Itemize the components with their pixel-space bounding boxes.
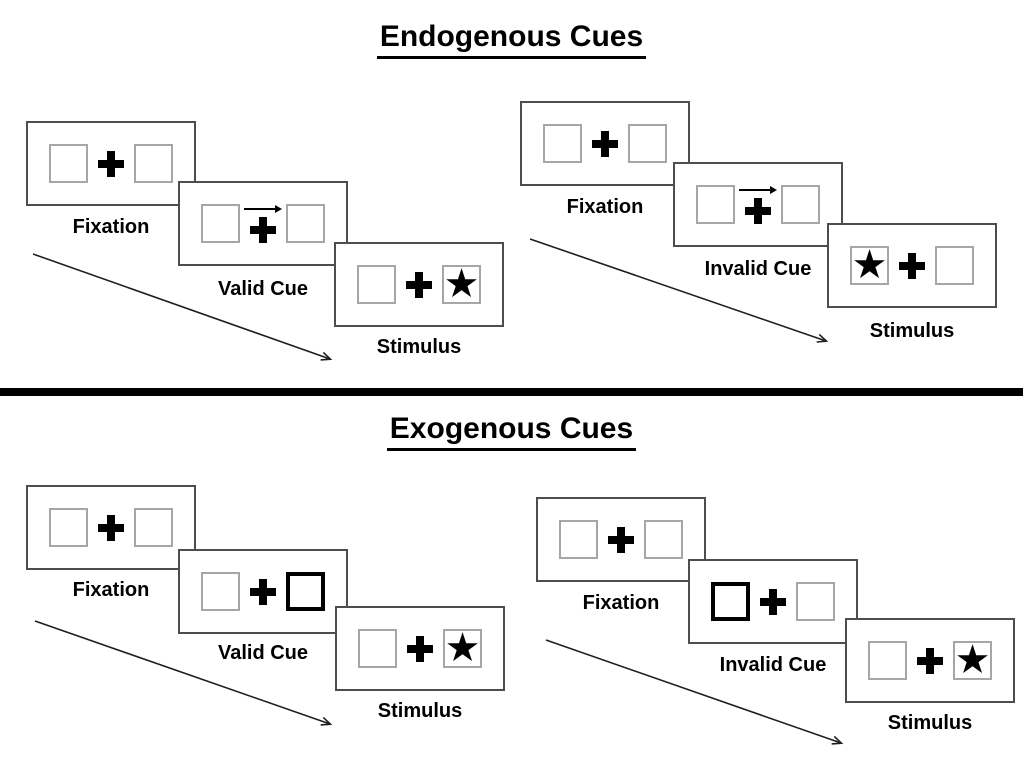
- card-label-valid-cue: Valid Cue: [217, 642, 309, 664]
- fixation-cross: [98, 514, 124, 541]
- right-box: [134, 508, 173, 547]
- fixation-cross: [250, 578, 276, 605]
- left-box: [49, 144, 88, 183]
- right-box: [781, 185, 820, 224]
- card-label-fixation: Fixation: [72, 216, 150, 238]
- fixation-cross: [98, 150, 124, 177]
- plus-icon: [407, 635, 433, 662]
- fixation-card: [520, 101, 690, 186]
- left-box: [201, 572, 240, 611]
- stimulus-card: ★: [845, 618, 1015, 703]
- right-box: [644, 520, 683, 559]
- fixation-cross: [899, 252, 925, 279]
- highlighted-cue-box: [711, 582, 750, 621]
- fixation-cross: [760, 588, 786, 615]
- stimulus-card: ★: [827, 223, 997, 308]
- left-box: [543, 124, 582, 163]
- star-icon: ★: [444, 625, 481, 670]
- section-title-text: Endogenous Cues: [376, 20, 647, 59]
- plus-icon: [592, 130, 618, 157]
- fixation-cross: [406, 271, 432, 298]
- card-label-invalid-cue: Invalid Cue: [704, 258, 812, 280]
- fixation-cross: [407, 635, 433, 662]
- right-box: [796, 582, 835, 621]
- fixation-card: [26, 485, 196, 570]
- plus-icon: [917, 647, 943, 674]
- section-title-text: Exogenous Cues: [386, 412, 637, 451]
- plus-icon: [250, 578, 276, 605]
- right-arrow-icon: [739, 185, 777, 196]
- card-label-stimulus: Stimulus: [869, 320, 955, 342]
- plus-icon: [608, 526, 634, 553]
- star-icon: ★: [954, 637, 991, 682]
- plus-icon: [406, 271, 432, 298]
- invalid-cue-card: [673, 162, 843, 247]
- plus-icon: [745, 198, 771, 224]
- right-box: [134, 144, 173, 183]
- left-box: [559, 520, 598, 559]
- stimulus-card: ★: [334, 242, 504, 327]
- valid-cue-card: [178, 181, 348, 266]
- fixation-cross: [917, 647, 943, 674]
- right-box: [286, 204, 325, 243]
- star-icon: ★: [443, 261, 480, 306]
- star-icon: ★: [851, 242, 888, 287]
- card-label-fixation: Fixation: [582, 592, 660, 614]
- section-title-endogenous: Endogenous Cues: [0, 20, 1023, 59]
- right-box: [628, 124, 667, 163]
- stimulus-card: ★: [335, 606, 505, 691]
- valid-cue-card: [178, 549, 348, 634]
- plus-icon: [98, 514, 124, 541]
- timeline-arrow-endogenous-valid: [32, 253, 333, 361]
- card-label-fixation: Fixation: [566, 196, 644, 218]
- card-label-fixation: Fixation: [72, 579, 150, 601]
- star-box: ★: [443, 625, 482, 670]
- plus-icon: [250, 217, 276, 243]
- left-box: [868, 641, 907, 680]
- fixation-cross: [608, 526, 634, 553]
- card-label-valid-cue: Valid Cue: [217, 278, 309, 300]
- left-box: [201, 204, 240, 243]
- card-label-stimulus: Stimulus: [887, 712, 973, 734]
- section-title-exogenous: Exogenous Cues: [0, 412, 1023, 451]
- right-box: [935, 246, 974, 285]
- left-box: [358, 629, 397, 668]
- cue-symbol: [244, 204, 282, 243]
- timeline-arrow-exogenous-valid: [34, 620, 333, 726]
- fixation-card: [26, 121, 196, 206]
- fixation-card: [536, 497, 706, 582]
- highlighted-cue-box: [286, 572, 325, 611]
- fixation-cross: [592, 130, 618, 157]
- card-label-stimulus: Stimulus: [376, 336, 462, 358]
- star-box: ★: [442, 261, 481, 306]
- star-box: ★: [953, 637, 992, 682]
- plus-icon: [98, 150, 124, 177]
- plus-icon: [760, 588, 786, 615]
- plus-icon: [899, 252, 925, 279]
- star-box: ★: [850, 242, 889, 287]
- left-box: [357, 265, 396, 304]
- left-box: [49, 508, 88, 547]
- card-label-stimulus: Stimulus: [377, 700, 463, 722]
- cue-symbol: [739, 185, 777, 224]
- timeline-arrow-endogenous-invalid: [529, 238, 829, 343]
- invalid-cue-card: [688, 559, 858, 644]
- section-divider: [0, 388, 1023, 396]
- left-box: [696, 185, 735, 224]
- card-label-invalid-cue: Invalid Cue: [719, 654, 827, 676]
- right-arrow-icon: [244, 204, 282, 215]
